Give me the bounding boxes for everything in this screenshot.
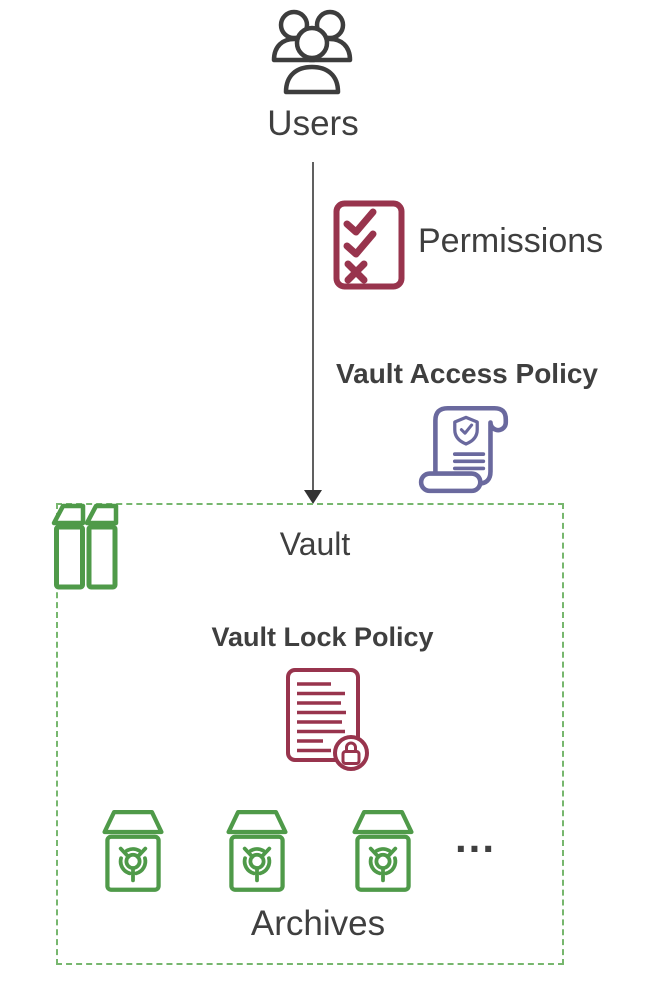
more-archives-ellipsis: ...	[455, 814, 497, 861]
users-to-vault-arrow-line	[312, 162, 314, 492]
archives-label: Archives	[250, 904, 386, 943]
users-icon	[268, 4, 356, 96]
arrow-head-icon	[304, 490, 322, 504]
policy-scroll-icon	[417, 396, 515, 498]
vault-containers-icon	[51, 498, 124, 596]
vault-boundary-box	[56, 503, 564, 965]
vault-label: Vault	[279, 526, 351, 562]
users-label: Users	[267, 104, 359, 143]
locked-document-icon	[283, 666, 377, 771]
archive-box-icon	[221, 804, 293, 896]
vault-lock-policy-label: Vault Lock Policy	[211, 622, 434, 652]
permissions-label: Permissions	[418, 222, 604, 260]
vault-access-policy-label: Vault Access Policy	[336, 358, 598, 389]
permissions-checklist-icon	[333, 200, 405, 290]
archive-box-icon	[347, 804, 419, 896]
archive-box-icon	[97, 804, 169, 896]
